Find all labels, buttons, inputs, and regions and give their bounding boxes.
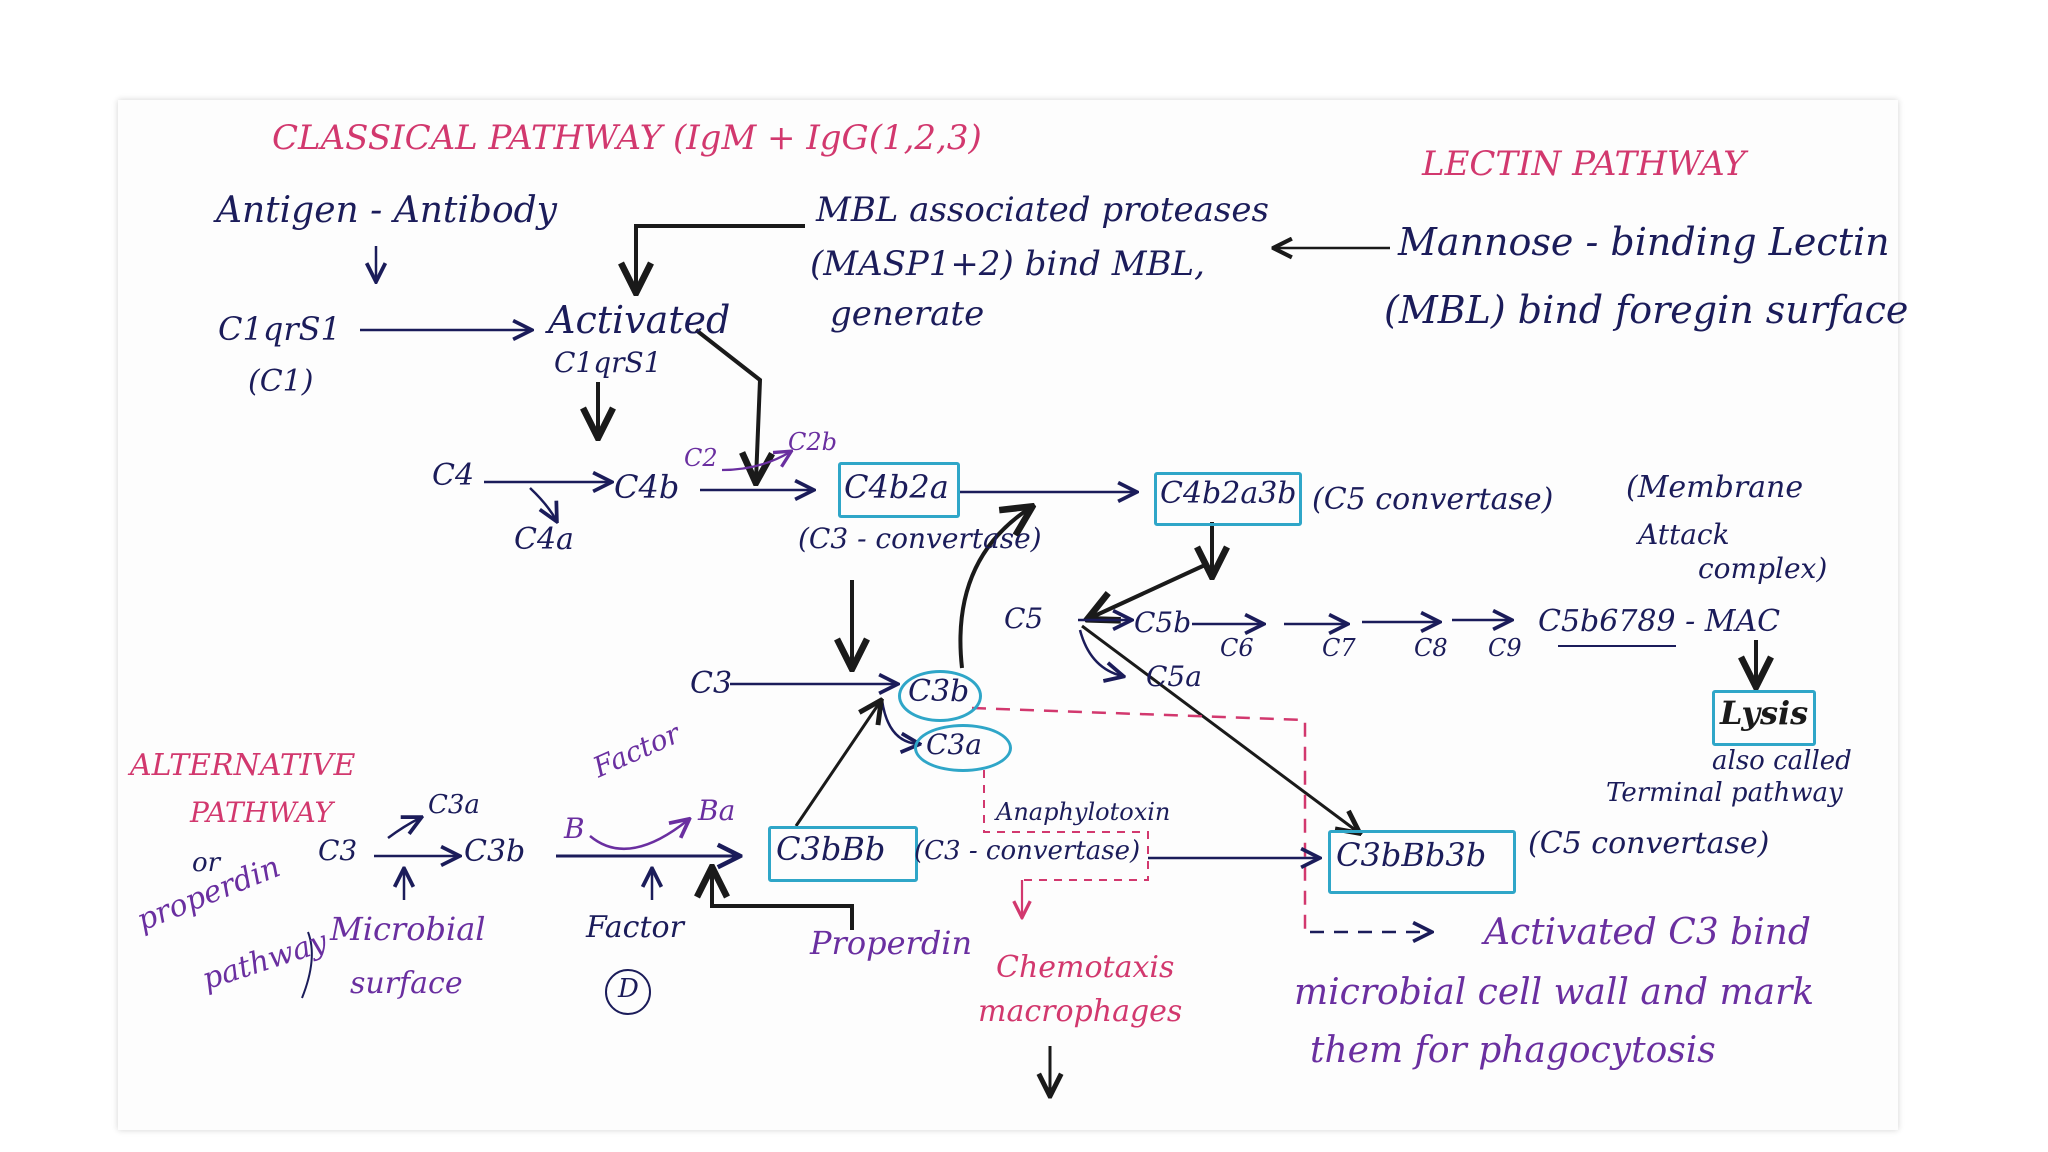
c8-label: C8 [1414,634,1448,662]
also-called-label: also called [1712,746,1852,776]
arrow-properdin [712,870,854,930]
microbial-label-2: surface [350,966,463,1001]
c3-convertase-classical: (C3 - convertase) [798,522,1042,555]
activated-c3-3: them for phagocytosis [1310,1030,1716,1071]
c4b2a-label: C4b2a [844,468,949,506]
activated-c3-1: Activated C3 bind [1484,912,1811,953]
c5b6789-mac-label: C5b6789 - MAC [1538,604,1781,639]
c3-central-label: C3 [690,666,733,701]
classical-pathway-header: CLASSICAL PATHWAY (IgM + IgG(1,2,3) [272,118,982,158]
alt-c3a-label: C3a [428,790,480,820]
c4a-label: C4a [514,522,574,557]
activated-c3-2: microbial cell wall and mark [1294,972,1815,1013]
c4b-label: C4b [614,468,680,506]
mannose-label-1: Mannose - binding Lectin [1398,220,1890,264]
arrow-b-ba [589,820,688,850]
c3a-central-label: C3a [926,728,982,761]
lectin-pathway-header: LECTIN PATHWAY [1422,144,1746,184]
c2b-label: C2b [788,428,837,456]
chemotaxis-label-1: Chemotaxis [996,950,1175,985]
ba-label: Ba [698,794,736,827]
chemotaxis-label-2: macrophages [978,994,1183,1029]
arrow-c4-c4a [529,487,556,520]
c5-convertase-alt: (C5 convertase) [1528,826,1770,861]
c5-convertase-classical: (C5 convertase) [1312,482,1554,517]
c7-label: C7 [1322,634,1356,662]
c5a-label: C5a [1146,660,1202,693]
arrow-c5-c5a [1078,629,1122,676]
mac-label-1: (Membrane [1626,470,1804,505]
factor-d-circle [605,969,651,1015]
factor-d-label: Factor [586,910,684,945]
c4b2a3b-box [1154,472,1302,526]
mbl-proteases-3: generate [830,294,985,334]
c5b-label: C5b [1134,606,1192,639]
arrow-c5-diag [1081,624,1358,832]
paper-sheet [118,100,1898,1130]
mbl-proteases-1: MBL associated proteases [816,190,1269,230]
c3b-central-label: C3b [908,674,970,709]
activated-label: Activated [548,298,731,342]
c5-label: C5 [1004,602,1044,635]
d-label: D [618,974,639,1004]
arrow-c2-c2b [721,452,790,472]
mbl-proteases-2: (MASP1+2) bind MBL, [810,244,1205,284]
c2-label: C2 [684,444,718,472]
antigen-antibody: Antigen - Antibody [216,190,558,231]
mac-label-2: Attack [1638,518,1730,551]
c1-label: (C1) [248,364,314,399]
mannose-label-2: (MBL) bind foregin surface [1384,288,1909,332]
c3b-oval [898,670,982,722]
arrow-c3b-up [958,508,1030,669]
c3bbb-label: C3bBb [776,830,886,868]
c1qrs1: C1qrS1 [218,310,341,348]
arrow-alt-c3a [387,818,420,840]
bracket-properdin-pathway [301,931,313,999]
anaphylotoxin-label: Anaphylotoxin [996,798,1171,826]
c3bbb-box [768,826,918,882]
alternative-pathway-header: ALTERNATIVE [130,748,356,783]
c6-label: C6 [1220,634,1254,662]
arrow-to-c5 [1090,563,1206,618]
or-label: or [192,848,221,878]
c4b2a3b-label: C4b2a3b [1160,476,1297,511]
activated-c1qrs1: C1qrS1 [554,346,662,379]
c3a-oval [914,724,1012,772]
b-label: B [564,812,585,845]
alternative-pathway-header-2: PATHWAY [190,796,334,829]
terminal-pathway-label: Terminal pathway [1606,778,1843,808]
mac-label-3: complex) [1698,552,1828,585]
dashed-anaphylotoxin [983,770,1149,881]
alt-c3b-label: C3b [464,834,526,869]
c3-convertase-alt: (C3 - convertase) [914,836,1141,866]
alt-c3-label: C3 [318,834,358,867]
microbial-label-1: Microbial [330,910,486,948]
c3bbb3b-box [1328,830,1516,894]
arrow-activated-diag [694,328,760,480]
properdin-label: Properdin [810,924,973,962]
arrow-mbl-bracket [636,224,805,290]
c3bbb3b-label: C3bBb3b [1336,836,1487,874]
c9-label: C9 [1488,634,1522,662]
c4-label: C4 [432,458,475,493]
c4b2a-box [838,462,960,518]
lysis-box [1712,690,1816,746]
arrow-c3bbb-c3b [794,702,880,827]
lysis-label: Lysis [1720,694,1809,732]
